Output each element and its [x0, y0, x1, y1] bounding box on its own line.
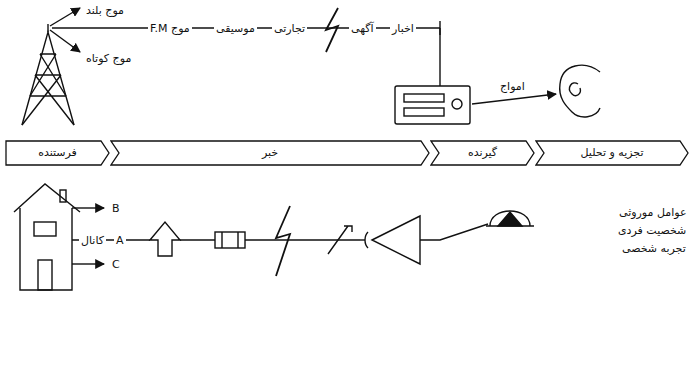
broadcast-line-part — [326, 8, 338, 52]
broadcast-line — [52, 8, 440, 86]
house-part — [34, 222, 56, 236]
transmission-chain — [150, 206, 488, 276]
wave-label: موج کوتاه — [84, 52, 133, 65]
band-segment: فرستنده — [5, 140, 110, 166]
radio-tower — [22, 8, 80, 125]
transmission-chain-part — [328, 226, 352, 254]
transmission-chain-part — [215, 232, 245, 248]
radio-tower-part — [50, 30, 80, 52]
factor-label: شخصیت فردی — [616, 224, 688, 237]
band-segment: خبر — [110, 140, 430, 166]
transmission-chain-part — [150, 222, 180, 256]
band-label: تجزیه و تحلیل — [535, 140, 689, 166]
wave-label: موج بلند — [84, 4, 126, 17]
receiver-head — [486, 211, 534, 226]
receiver-head-part — [498, 212, 522, 226]
receiver-head-part — [490, 211, 530, 226]
radio-receiver-part — [404, 94, 444, 102]
band-label: گیرنده — [430, 140, 535, 166]
listener-head-part — [570, 83, 581, 96]
transmission-chain-part — [245, 239, 318, 240]
radio-tower-part — [22, 54, 74, 125]
transmission-chain-part — [365, 232, 368, 248]
transmission-chain-part — [180, 239, 215, 240]
house-part — [38, 260, 52, 290]
house-part — [20, 208, 72, 290]
band-shape — [431, 141, 534, 165]
channel-letter: B — [110, 202, 122, 215]
channel-arrows-part — [72, 263, 104, 264]
radio-tower-part — [22, 32, 74, 125]
sound-arrow-part — [472, 94, 556, 104]
factor-label: عوامل موروثی — [617, 206, 688, 219]
band-shape — [6, 141, 109, 165]
factor-label: تجربه شخصی — [620, 242, 688, 255]
transmission-chain-part — [372, 216, 420, 264]
house — [14, 184, 80, 290]
transmission-chain-part — [222, 232, 238, 248]
house-part — [60, 190, 66, 202]
content-label: اخبار — [390, 22, 416, 35]
transmission-chain-part — [360, 239, 365, 240]
band-shape — [536, 141, 688, 165]
signal-label: امواج — [498, 80, 527, 93]
band-shape — [111, 141, 429, 165]
transmission-chain-part — [420, 224, 488, 240]
channel-letter: A — [114, 234, 126, 247]
channel-label: کانال — [79, 234, 106, 247]
content-label: تجارتی — [272, 22, 307, 35]
content-label: آگهی — [349, 22, 376, 35]
sound-arrow — [472, 94, 556, 104]
content-label: موسیقی — [214, 22, 257, 35]
radio-receiver-part — [452, 99, 462, 109]
channel-letter: C — [110, 258, 122, 271]
radio-tower-part — [47, 24, 48, 32]
transmission-chain-part — [276, 206, 290, 276]
broadcast-line-part — [439, 28, 440, 86]
band-segment: گیرنده — [430, 140, 535, 166]
band-label: فرستنده — [5, 140, 110, 166]
listener-head — [560, 65, 600, 117]
house-part — [14, 184, 80, 212]
channel-arrows — [72, 208, 150, 264]
listener-head-part — [560, 65, 600, 117]
wave-label: موج F.M — [148, 22, 192, 35]
radio-receiver-part — [404, 108, 444, 116]
band-segment: تجزیه و تحلیل — [535, 140, 689, 166]
channel-arrows-part — [72, 207, 104, 208]
band-label: خبر — [110, 140, 430, 166]
radio-tower-part — [50, 8, 80, 26]
radio-receiver — [395, 86, 470, 124]
receiver-head-part — [486, 225, 534, 226]
radio-receiver-part — [395, 86, 470, 124]
